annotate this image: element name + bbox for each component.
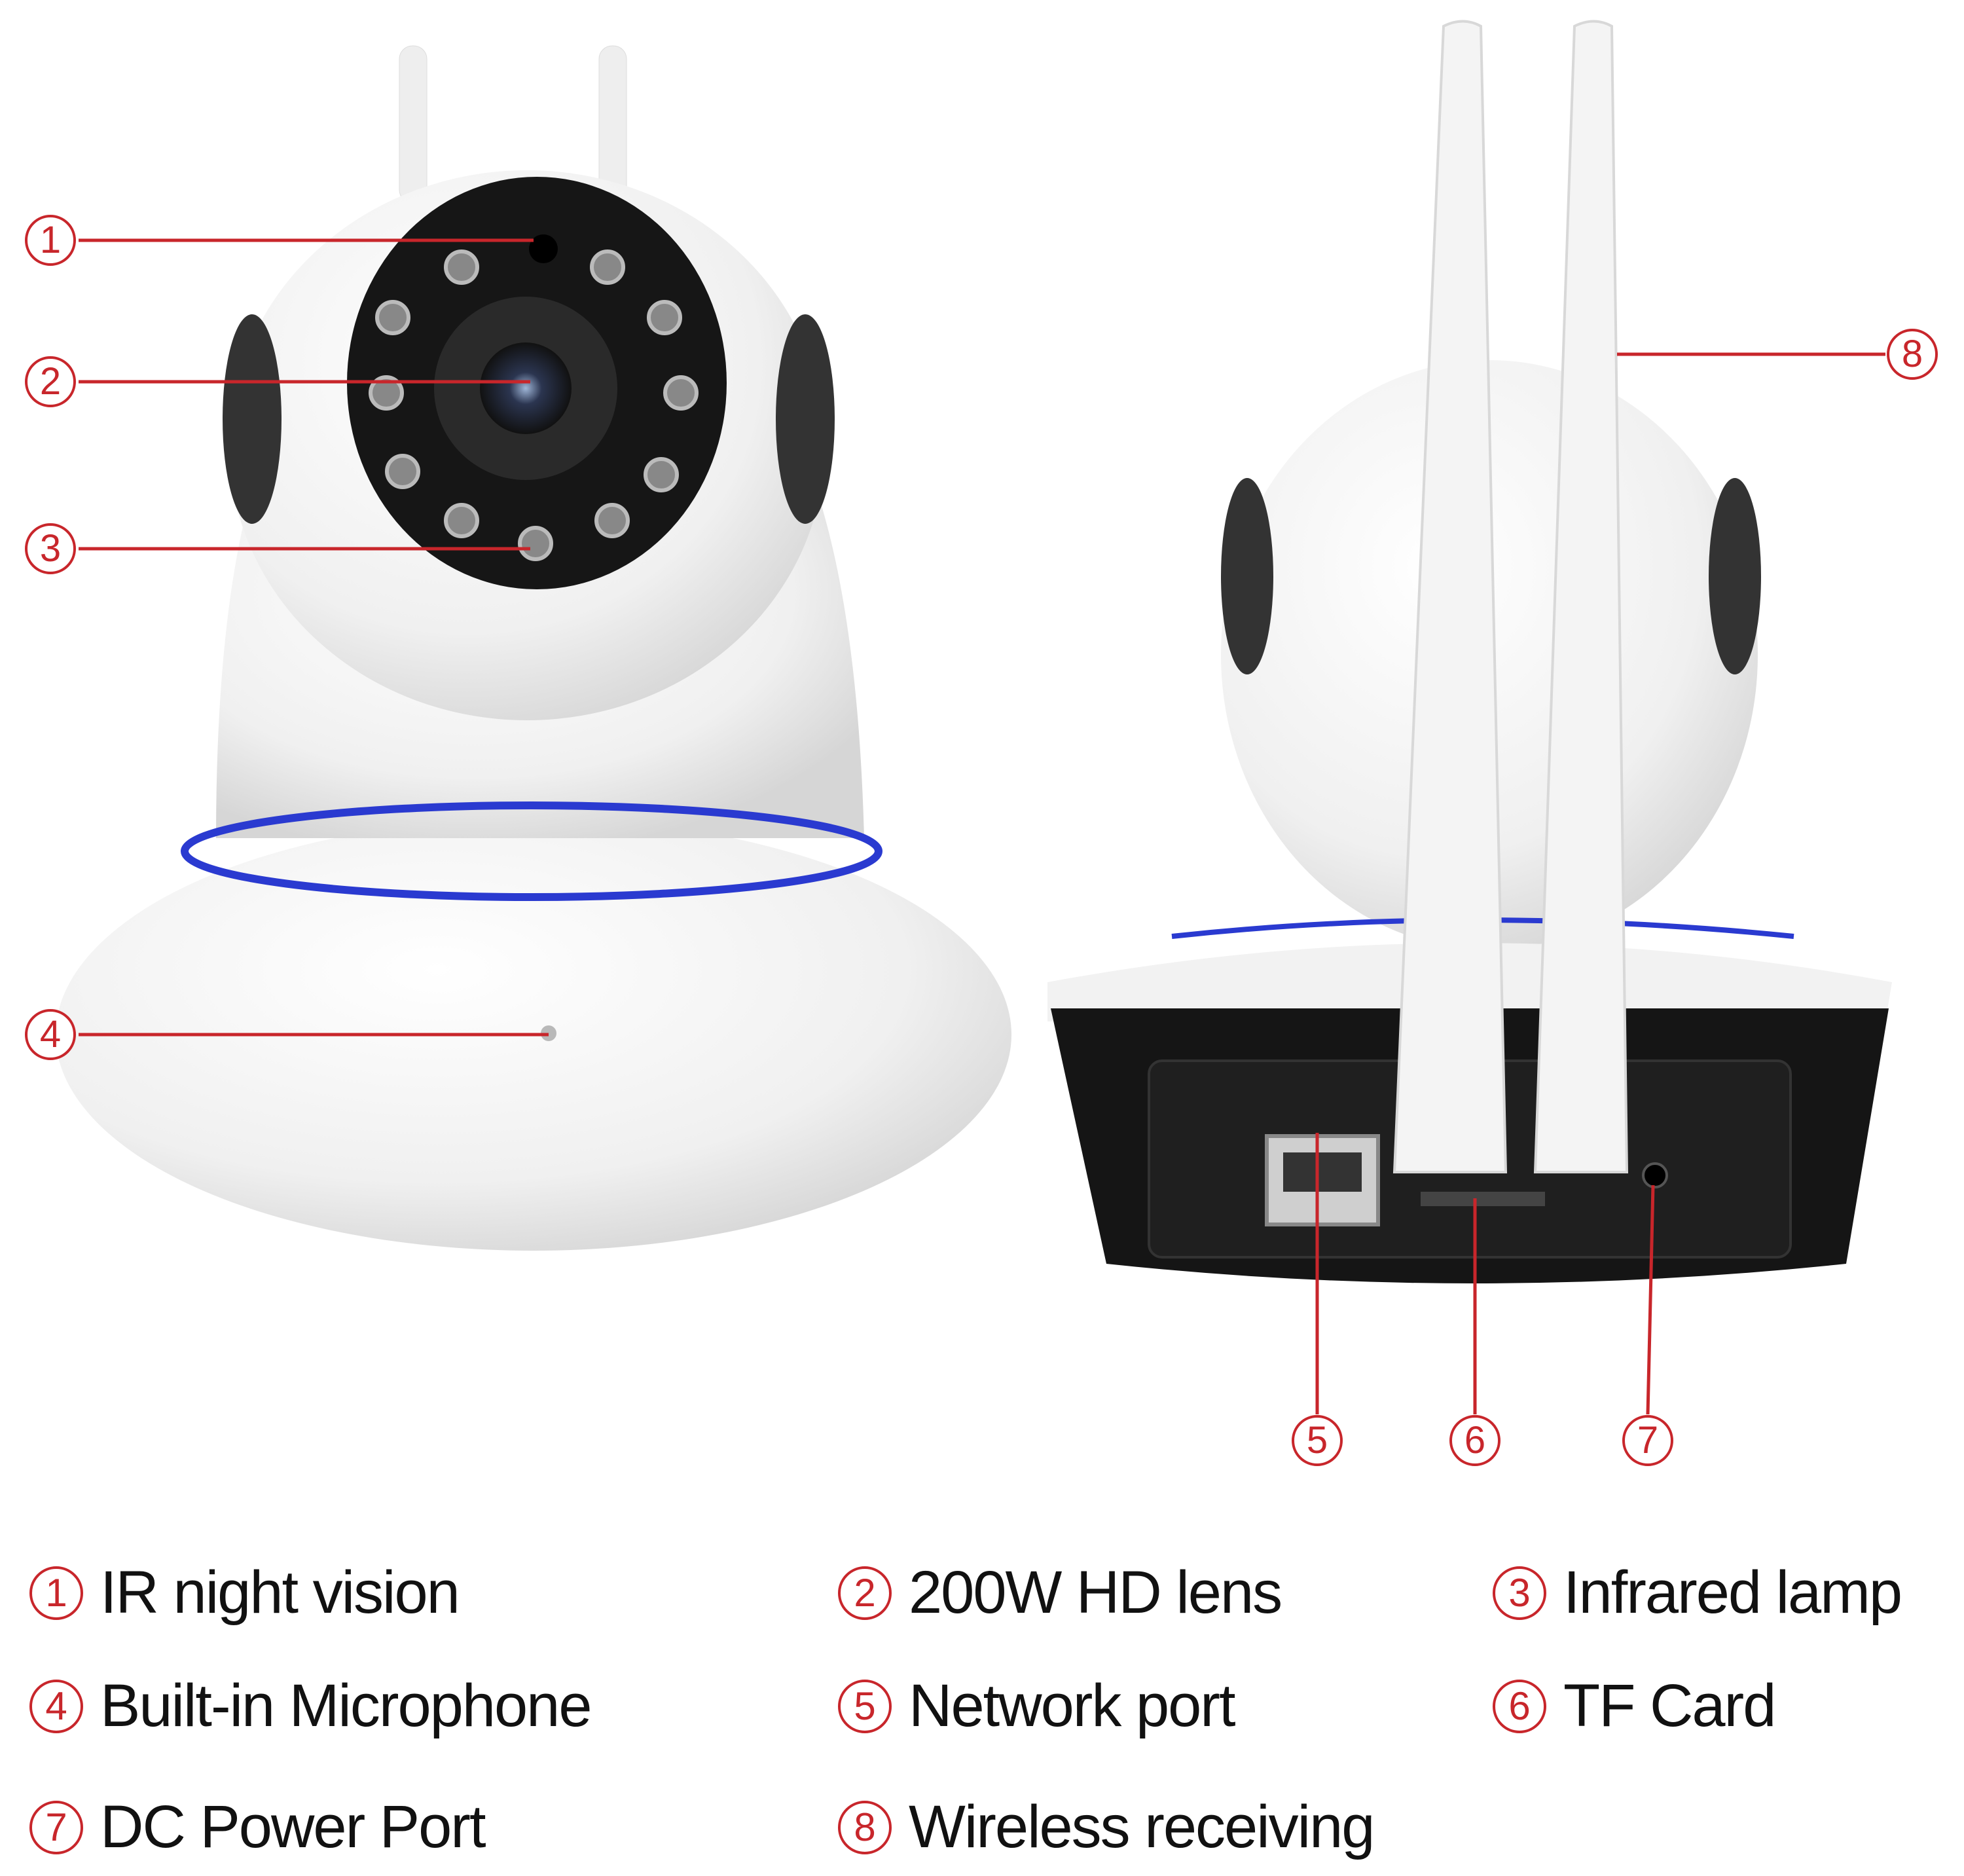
ir-leds: [369, 249, 699, 561]
dc-power-port: [1642, 1162, 1668, 1188]
tf-card-slot: [1421, 1192, 1545, 1206]
lens: [480, 342, 572, 434]
legend-item-4: 4 Built-in Microphone: [29, 1672, 592, 1740]
legend-label: Built-in Microphone: [100, 1672, 592, 1739]
callout-7: 7: [1622, 1415, 1673, 1466]
legend-item-8: 8 Wireless receiving: [838, 1793, 1375, 1862]
legend-label: Infrared lamp: [1563, 1559, 1902, 1626]
legend-number: 4: [29, 1679, 83, 1733]
legend-number: 7: [29, 1800, 83, 1854]
callout-lines: [79, 238, 1885, 1415]
callout-1: 1: [25, 215, 76, 266]
callout-2: 2: [25, 356, 76, 407]
legend-item-2: 2 200W HD lens: [838, 1558, 1282, 1627]
callout-3: 3: [25, 523, 76, 574]
callout-8: 8: [1887, 329, 1938, 380]
rear-hinge-left: [1221, 478, 1273, 674]
legend-item-3: 3 Infrared lamp: [1493, 1558, 1902, 1627]
ir-sensor: [529, 234, 558, 263]
rear-hinge-right: [1709, 478, 1761, 674]
side-hinge-right: [776, 314, 835, 524]
rear-antenna-1: [1392, 20, 1508, 1173]
front-camera: [56, 45, 1011, 1251]
legend-number: 5: [838, 1679, 892, 1733]
callout-6: 6: [1449, 1415, 1500, 1466]
legend-label: Network port: [909, 1672, 1235, 1739]
legend-item-5: 5 Network port: [838, 1672, 1235, 1740]
blue-ring: [181, 801, 882, 901]
legend-item-6: 6 TF Card: [1493, 1672, 1776, 1740]
legend-number: 8: [838, 1800, 892, 1854]
callout-5: 5: [1292, 1415, 1343, 1466]
callout-4: 4: [25, 1009, 76, 1060]
legend-label: 200W HD lens: [909, 1559, 1282, 1626]
legend-number: 1: [29, 1566, 83, 1620]
rear-antenna-2: [1533, 20, 1629, 1173]
rear-camera: [1047, 20, 1892, 1283]
legend-label: Wireless receiving: [909, 1793, 1375, 1860]
side-hinge-left: [223, 314, 282, 524]
legend-item-7: 7 DC Power Port: [29, 1793, 486, 1862]
legend-label: DC Power Port: [100, 1793, 486, 1860]
network-port-pins: [1283, 1152, 1362, 1192]
legend-label: IR night vision: [100, 1559, 460, 1626]
antenna-left: [399, 45, 427, 204]
legend-number: 3: [1493, 1566, 1546, 1620]
legend-item-1: 1 IR night vision: [29, 1558, 460, 1627]
legend-label: TF Card: [1563, 1672, 1776, 1739]
legend-number: 6: [1493, 1679, 1546, 1733]
legend-number: 2: [838, 1566, 892, 1620]
